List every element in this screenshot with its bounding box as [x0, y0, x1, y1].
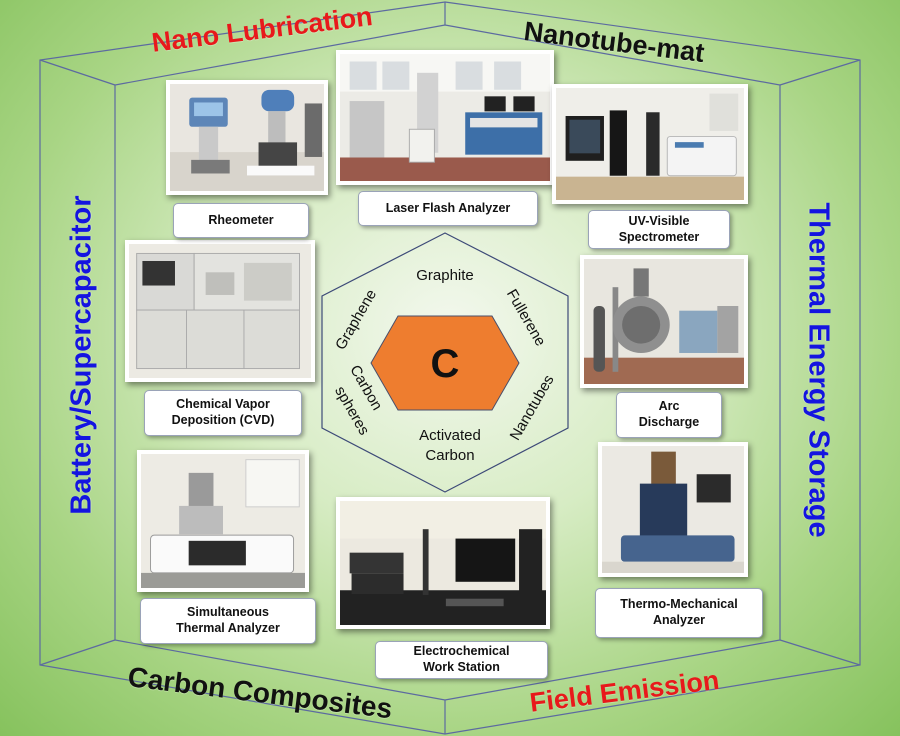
allotrope-fullerene: Fullerene [503, 286, 549, 349]
center-carbon-symbol: C [431, 342, 460, 386]
allotrope-activated-carbon-line1: Activated [419, 427, 481, 444]
tma-photo [598, 442, 748, 577]
carbon-allotrope-hexagon: C Graphite Fullerene Nanotubes Activated… [310, 230, 580, 495]
label-arc-discharge: Arc Discharge [616, 392, 722, 438]
label-rheometer: Rheometer [173, 203, 309, 238]
label-electrochemical: Electrochemical Work Station [375, 641, 548, 679]
cvd-photo [125, 240, 315, 382]
label-laser-flash: Laser Flash Analyzer [358, 191, 538, 226]
frame-edge-bottom-right [779, 639, 861, 666]
theme-thermal-energy-storage: Thermal Energy Storage [802, 202, 835, 538]
allotrope-graphite: Graphite [416, 267, 474, 284]
allotrope-nanotubes: Nanotubes [507, 372, 558, 443]
frame-edge-bottom-left [39, 639, 116, 666]
label-tma: Thermo-Mechanical Analyzer [595, 588, 763, 638]
label-sta: Simultaneous Thermal Analyzer [140, 598, 316, 644]
center-hexagon [370, 315, 520, 411]
frame-edge-top-right [779, 59, 861, 86]
uv-visible-photo [552, 84, 748, 204]
rheometer-photo [166, 80, 328, 195]
theme-battery-supercapacitor: Battery/Supercapacitor [65, 195, 98, 515]
arc-discharge-photo [580, 255, 748, 388]
frame-edge-top-left [39, 59, 116, 86]
allotrope-graphene: Graphene [332, 287, 380, 353]
laser-flash-photo [336, 50, 554, 185]
outer-hexagon [321, 232, 569, 493]
label-cvd: Chemical Vapor Deposition (CVD) [144, 390, 302, 436]
allotrope-activated-carbon-line2: Carbon [425, 447, 474, 464]
sta-photo [137, 450, 309, 592]
electrochemical-photo [336, 497, 550, 629]
label-uv-visible: UV-Visible Spectrometer [588, 210, 730, 249]
